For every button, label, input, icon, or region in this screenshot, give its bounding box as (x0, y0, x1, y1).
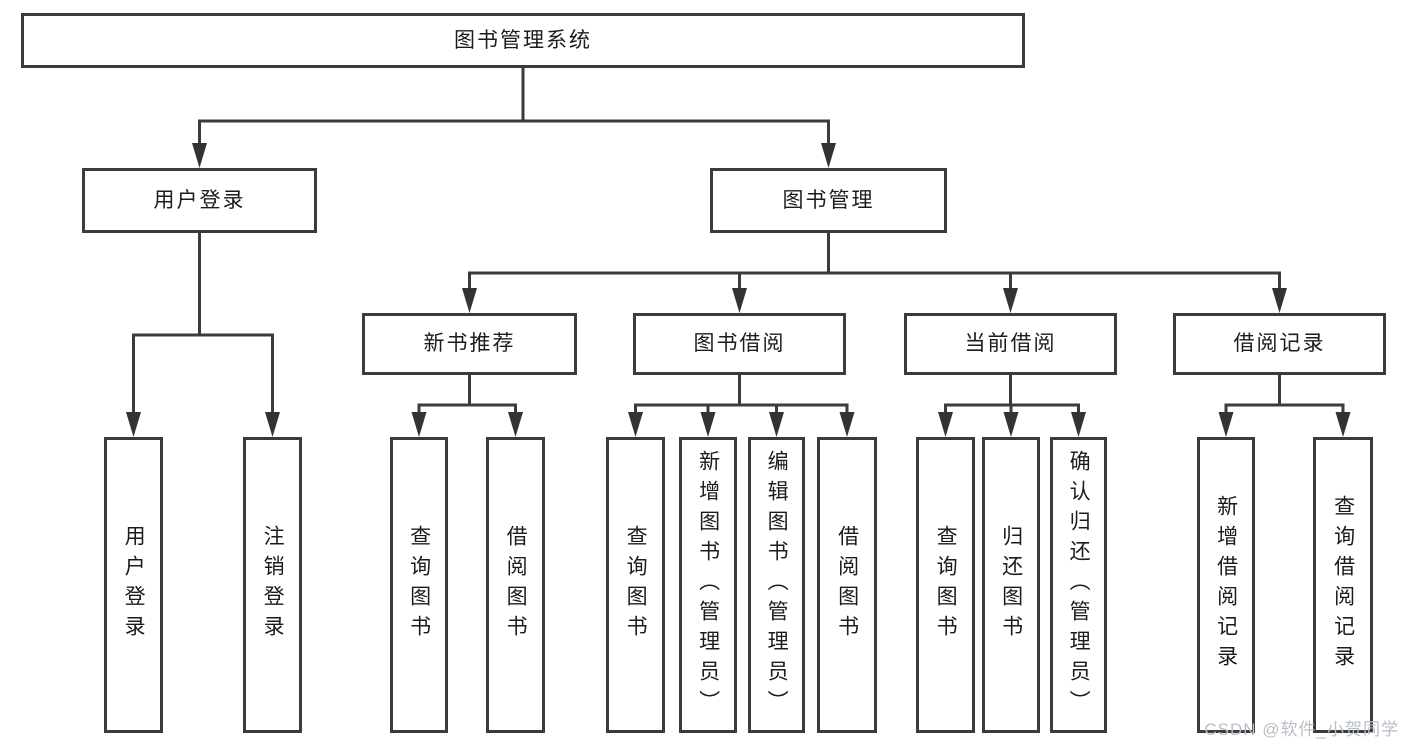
leaf-borrow-books-recommend: 借阅图书 (486, 437, 545, 733)
leaf-borrow-books: 借阅图书 (817, 437, 877, 733)
leaf-query-books-current: 查询图书 (916, 437, 975, 733)
leaf-return-books: 归还图书 (982, 437, 1040, 733)
leaf-user-login: 用户登录 (104, 437, 163, 733)
node-current-borrow: 当前借阅 (904, 313, 1117, 375)
node-borrow-records: 借阅记录 (1173, 313, 1386, 375)
leaf-query-borrow-record: 查询借阅记录 (1313, 437, 1373, 733)
leaf-query-books-borrow: 查询图书 (606, 437, 665, 733)
node-user-login: 用户登录 (82, 168, 317, 233)
leaf-add-borrow-record: 新增借阅记录 (1197, 437, 1255, 733)
node-root: 图书管理系统 (21, 13, 1025, 68)
leaf-query-books-recommend: 查询图书 (390, 437, 448, 733)
watermark-text: CSDN @软件_小贺同学 (1204, 720, 1399, 739)
node-book-management: 图书管理 (710, 168, 947, 233)
leaf-add-books-admin: 新增图书（管理员） (679, 437, 737, 733)
node-new-book-recommend: 新书推荐 (362, 313, 577, 375)
node-book-borrow: 图书借阅 (633, 313, 846, 375)
leaf-confirm-return-admin: 确认归还（管理员） (1050, 437, 1107, 733)
leaf-edit-books-admin: 编辑图书（管理员） (748, 437, 805, 733)
leaf-logout: 注销登录 (243, 437, 302, 733)
